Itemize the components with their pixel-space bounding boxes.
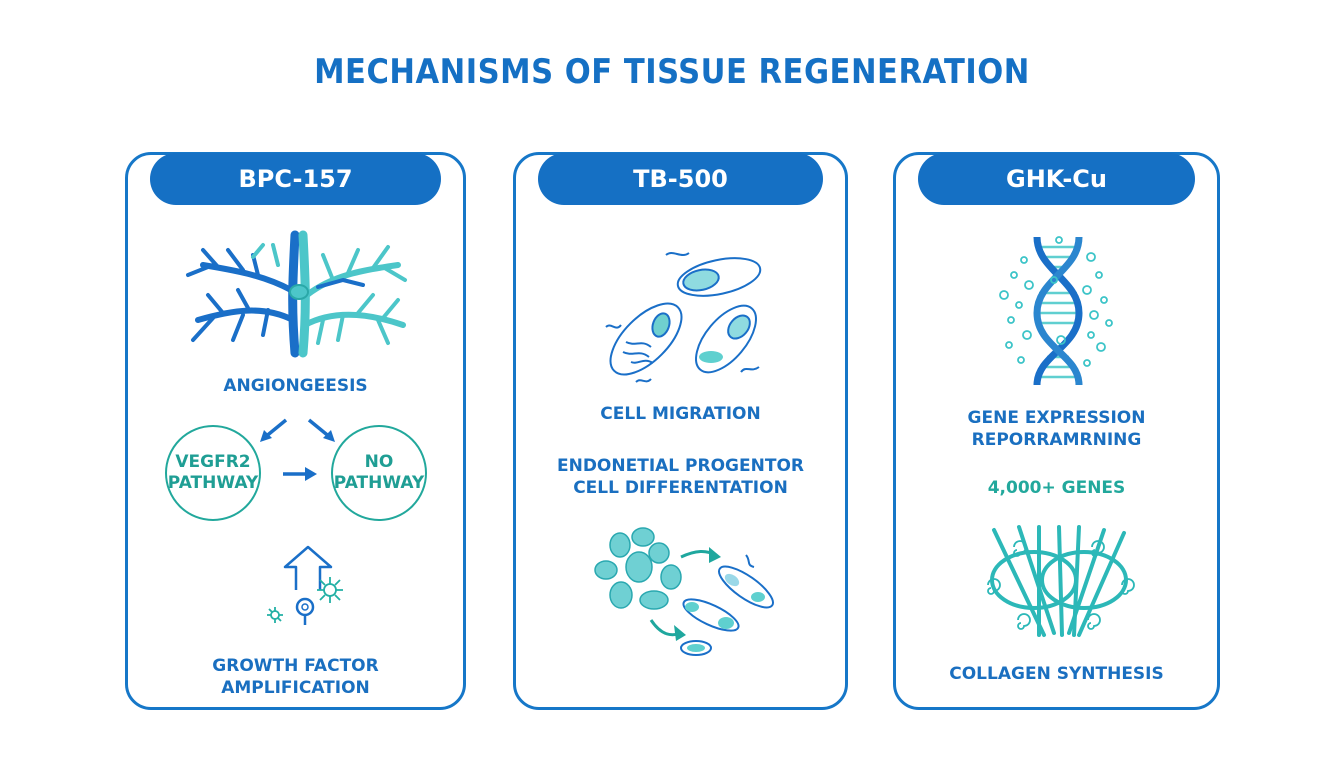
mechanism-label-growth-factor-line2: AMPLIFICATION <box>221 678 370 698</box>
cell-differentiation-icon <box>594 527 774 656</box>
arrow-down-right-icon <box>307 418 335 442</box>
mechanism-label-gene-expression-line1: GENE EXPRESSION <box>967 408 1146 428</box>
pathway-label-line2: PATHWAY <box>167 473 259 493</box>
pathway-circle-vegfr2: VEGFR2 PATHWAY <box>165 425 261 521</box>
arrow-right-icon <box>283 467 317 481</box>
mechanism-label-progenitor-line1: ENDONETIAL PROGENTOR <box>556 456 804 476</box>
pathway-label-line2: PATHWAY <box>333 473 425 493</box>
growth-factor-up-arrow-icon <box>267 545 343 625</box>
pathway-label-line1: NO <box>364 452 394 472</box>
pathway-circle-no: NO PATHWAY <box>331 425 427 521</box>
panel-header-bpc-157: BPC-157 <box>150 153 441 205</box>
panel-tb-500: TB-500 CELL MIGRATION ENDONETIAL PROGENT… <box>513 152 848 710</box>
blood-vessel-branching-icon <box>186 230 407 358</box>
migrating-cells-icon <box>605 252 762 383</box>
mechanism-label-gene-expression-line2: REPORRAMRNING <box>971 430 1142 450</box>
arrow-down-left-icon <box>260 418 288 442</box>
mechanism-label-collagen-synthesis: COLLAGEN SYNTHESIS <box>949 664 1164 684</box>
mechanism-label-growth-factor-line1: GROWTH FACTOR <box>212 656 379 676</box>
panel-header-tb-500: TB-500 <box>538 153 823 205</box>
dna-helix-icon <box>999 236 1113 386</box>
mechanism-label-progenitor-line2: CELL DIFFERENTATION <box>573 478 788 498</box>
gene-count-stat: 4,000+ GENES <box>987 478 1126 498</box>
panel-bpc-157: BPC-157 ANGIONGEESIS VEGFR2 PATHWAY <box>125 152 466 710</box>
page-title: MECHANISMS OF TISSUE REGENERATION <box>314 52 1030 92</box>
mechanism-label-angiogenesis: ANGIONGEESIS <box>223 376 368 396</box>
panel-ghk-cu: GHK-Cu GENE EXPRESSION REPORRAMRNING 4,0… <box>893 152 1220 710</box>
pathway-label-line1: VEGFR2 <box>175 452 251 472</box>
mechanism-label-cell-migration: CELL MIGRATION <box>600 404 761 424</box>
collagen-fibers-icon <box>987 525 1135 637</box>
panel-header-ghk-cu: GHK-Cu <box>918 153 1195 205</box>
